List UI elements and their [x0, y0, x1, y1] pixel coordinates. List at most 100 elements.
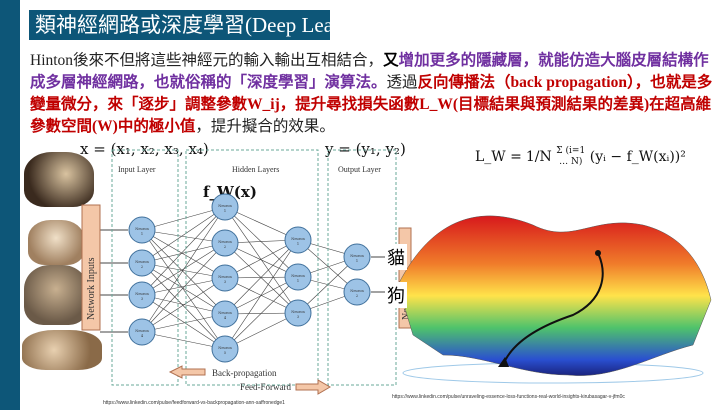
connection-edge	[141, 262, 226, 350]
neuron-label: Neuron	[350, 254, 364, 258]
connection-edge	[141, 294, 226, 350]
loss-frac: 1/N	[525, 149, 552, 165]
paragraph-segment: W_ij	[247, 96, 280, 113]
connection-edge	[141, 331, 226, 350]
connection-edge	[141, 262, 226, 315]
connection-edge	[141, 277, 226, 333]
input-layer-label: Input Layer	[118, 165, 156, 174]
loss-formula: L_W = 1/N Σ (i=1 … N) (yᵢ − f_W(xᵢ))²	[475, 146, 686, 168]
neuron-label: Neuron	[135, 227, 149, 231]
connection-edge	[141, 229, 226, 279]
paragraph-segment: ，提升尋找損失函數	[279, 96, 420, 113]
neuron-index: 1	[356, 259, 358, 263]
neuron-label: Neuron	[218, 311, 232, 315]
hidden-layers-label: Hidden Layers	[232, 165, 279, 174]
feedforward-arrow-icon	[295, 379, 331, 395]
connection-edge	[141, 229, 226, 244]
loss-sum: Σ (i=1 … N)	[556, 146, 586, 167]
start-point	[595, 250, 601, 256]
neuron-label: Neuron	[350, 289, 364, 293]
backprop-label: Back-propagation	[212, 368, 277, 378]
neuron-index: 1	[297, 242, 299, 246]
neuron-index: 1	[297, 279, 299, 283]
loss-body: (yᵢ − f_W(xᵢ))²	[589, 149, 686, 165]
puppy-photo	[28, 220, 84, 265]
paragraph-segment: 又	[383, 52, 399, 69]
output-layer-label: Output Layer	[338, 165, 381, 174]
neuron-label: Neuron	[135, 260, 149, 264]
neuron-label: Neuron	[218, 346, 232, 350]
input-layer-box	[111, 149, 179, 386]
network-inputs-box	[81, 204, 101, 331]
connection-edge	[141, 229, 226, 315]
cat-dog-photo	[22, 330, 102, 370]
side-accent-bar	[0, 0, 20, 410]
connection-edge	[141, 294, 226, 315]
connection-edge	[224, 276, 299, 350]
output-cat-label: 貓	[385, 244, 407, 270]
paragraph-segment: L_W	[419, 96, 453, 113]
minimum-arrow-icon	[498, 357, 509, 367]
neuron-index: 5	[224, 351, 226, 355]
dog-photo	[24, 152, 94, 207]
x-vector: x = (x₁, x₂, x₃, x₄)	[80, 140, 209, 158]
connection-edge	[141, 206, 226, 231]
paragraph-segment: Hinton後來不但將這些神經元的輸入輸出互相結合，	[30, 52, 384, 69]
neuron-index: 3	[224, 280, 226, 284]
paragraph-segment: 透過	[386, 74, 418, 91]
connection-edge	[141, 262, 226, 279]
neuron-label: Neuron	[291, 237, 305, 241]
source-url-left[interactable]: https://www.linkedin.com/pulse/feedforwa…	[103, 400, 285, 406]
neuron-label: Neuron	[135, 329, 149, 333]
connection-edge	[141, 206, 226, 264]
loss-lhs: L_W =	[475, 149, 522, 165]
connection-edge	[141, 206, 226, 333]
connection-edge	[141, 242, 226, 333]
slide-title: 類神經網路或深度學習(Deep Learning)	[29, 10, 384, 40]
paragraph-segment: 反向傳播法（back propagation），也就是多變量微分，來「逐步」調整…	[30, 74, 713, 113]
connection-edge	[224, 276, 299, 315]
connection-edge	[141, 313, 226, 333]
neuron-label: Neuron	[291, 310, 305, 314]
backprop-arrow-icon	[168, 365, 206, 379]
neuron-index: 2	[141, 265, 143, 269]
connection-edge	[141, 229, 226, 350]
neuron-index: 4	[224, 316, 227, 320]
source-url-right[interactable]: https://www.linkedin.com/pulse/unravelin…	[392, 394, 625, 400]
neuron-index: 2	[356, 294, 358, 298]
y-vector: y = (y₁, y₂)	[325, 140, 406, 158]
connection-edge	[224, 206, 299, 278]
neuron-index: 3	[297, 315, 299, 319]
hidden-layers-box	[185, 149, 319, 386]
connection-edge	[141, 242, 226, 264]
neuron-index: 3	[141, 297, 143, 301]
paragraph-segment: 增加更多的隱藏層，就能仿造大腦皮層結構作成多層神經網路，也就俗稱的「深度學習」演…	[30, 52, 709, 91]
network-inputs-label: Network Inputs	[86, 257, 97, 320]
connection-edge	[141, 277, 226, 296]
body-paragraph: Hinton後來不但將這些神經元的輸入輸出互相結合，又增加更多的隱藏層，就能仿造…	[30, 50, 720, 138]
neuron-index: 2	[224, 245, 226, 249]
feedforward-label: Feed-Forward	[240, 382, 291, 392]
loss-surface-plot	[397, 215, 712, 384]
connection-edge	[224, 312, 299, 350]
neuron-label: Neuron	[218, 275, 232, 279]
paragraph-segment: (目標結果與預測結果的差異)在超高維參數空間(W)中的極小值	[30, 96, 712, 135]
surface-mesh	[397, 215, 712, 376]
connection-edge	[224, 239, 299, 350]
neuron-label: Neuron	[135, 292, 149, 296]
neuron-index: 1	[224, 209, 226, 213]
